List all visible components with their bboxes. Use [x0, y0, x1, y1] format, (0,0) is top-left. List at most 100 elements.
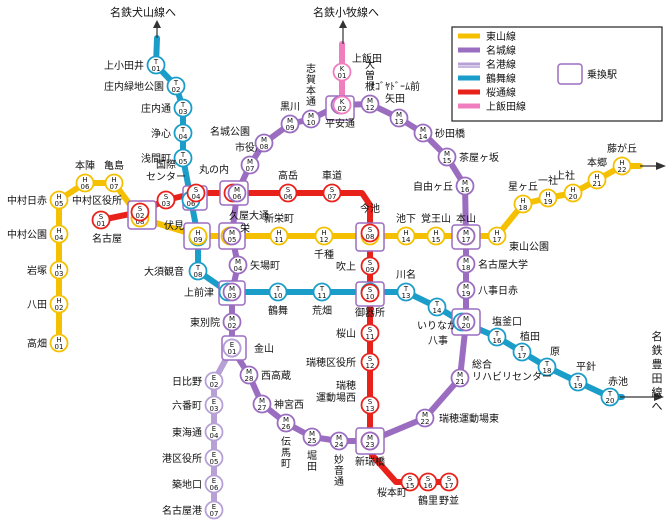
station-name: 伏見 — [164, 219, 184, 232]
station-code-number: 13 — [395, 118, 404, 126]
station-k02[interactable]: K02 — [332, 95, 352, 115]
station-marker — [437, 147, 457, 167]
station-code-line: H — [276, 229, 281, 237]
station-h09[interactable]: H09 — [188, 226, 208, 246]
station-m17[interactable]: M17 — [456, 226, 476, 246]
station-marker — [512, 342, 532, 362]
station-name: 大 — [365, 58, 375, 71]
station-marker — [513, 194, 533, 214]
station-name: 名古屋大学 — [478, 258, 528, 271]
legend-transfer-label: 乗換駅 — [587, 69, 617, 81]
station-name: 賀 — [306, 74, 316, 86]
station-name: 一社 — [538, 174, 558, 187]
station-marker — [332, 95, 352, 115]
station-code-number: 08 — [194, 271, 203, 279]
station-s08[interactable]: S08 — [360, 223, 380, 243]
station-marker — [360, 223, 380, 243]
station-s02[interactable]: S02 — [130, 202, 150, 222]
station-m03[interactable]: M03 — [222, 282, 242, 302]
station-s10[interactable]: S10 — [360, 283, 380, 303]
station-m05[interactable]: M05 — [222, 226, 242, 246]
station-marker — [280, 114, 300, 134]
station-code-number: 18 — [462, 264, 471, 272]
station-code-line: S — [426, 475, 431, 483]
station-m20[interactable]: M20 — [456, 312, 476, 332]
station-name: 町 — [281, 459, 291, 470]
station-m06[interactable]: M06 — [227, 183, 247, 203]
